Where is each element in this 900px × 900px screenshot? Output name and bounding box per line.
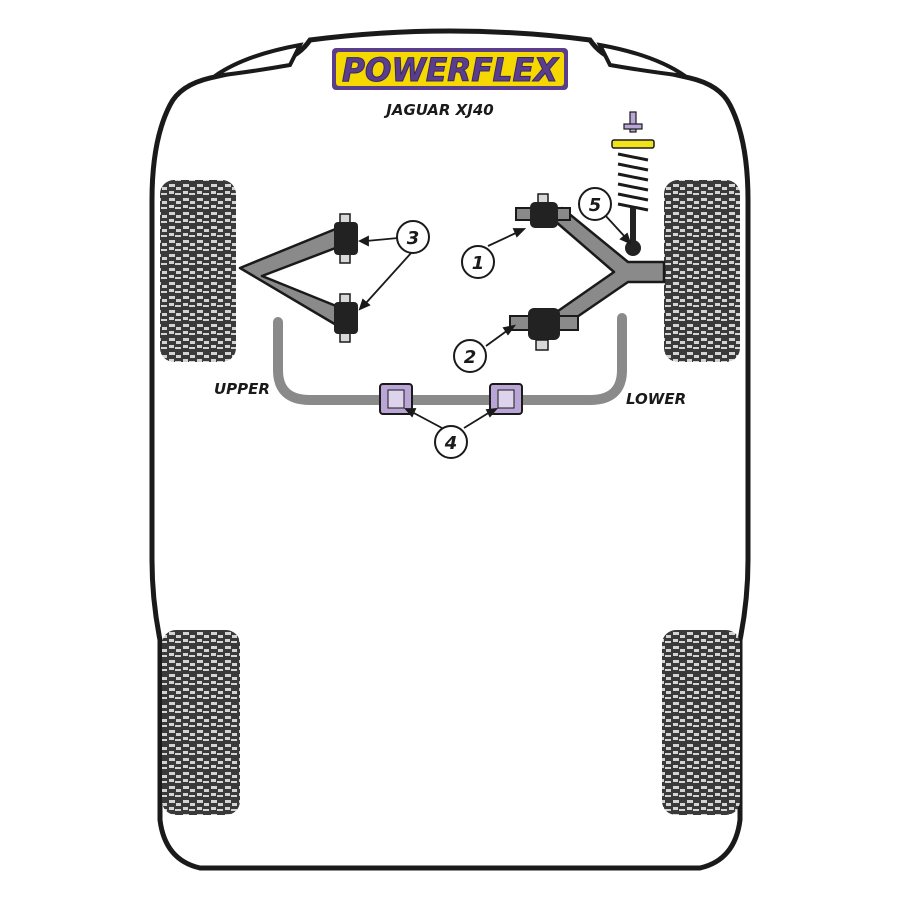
svg-text:1: 1	[472, 253, 485, 274]
upper-label: UPPER	[214, 380, 270, 398]
powerflex-logo: POWERFLEX	[332, 48, 568, 90]
lower-wishbone-front-bush	[515, 193, 571, 228]
anti-roll-bar	[273, 313, 627, 405]
lower-label: LOWER	[626, 390, 686, 408]
svg-text:3: 3	[407, 228, 420, 249]
anti-roll-bar-right-bush	[489, 383, 523, 415]
callout-5: 5	[578, 187, 612, 221]
svg-text:4: 4	[444, 433, 458, 454]
upper-wishbone-front-bush	[334, 213, 358, 264]
lower-wishbone-rear-bush	[509, 308, 579, 351]
upper-wishbone-rear-bush	[334, 293, 358, 343]
rear-right-tyre	[662, 630, 740, 815]
left-headlight	[213, 42, 304, 78]
leader-lines	[357, 213, 632, 429]
right-headlight	[596, 42, 687, 78]
coil-spring-shock	[611, 111, 655, 256]
front-right-tyre	[664, 180, 740, 362]
brand-name: POWERFLEX	[342, 51, 559, 89]
callout-2: 2	[453, 339, 487, 373]
anti-roll-bar-left-bush	[379, 383, 413, 415]
svg-text:2: 2	[464, 347, 477, 368]
rear-left-tyre	[162, 630, 240, 815]
lower-wishbone-arm	[546, 206, 666, 332]
front-left-tyre	[160, 180, 236, 362]
svg-text:5: 5	[589, 195, 602, 216]
callout-1: 1	[461, 245, 495, 279]
callout-3: 3	[396, 220, 430, 254]
callout-4: 4	[434, 425, 468, 459]
model-name: JAGUAR XJ40	[383, 101, 493, 119]
